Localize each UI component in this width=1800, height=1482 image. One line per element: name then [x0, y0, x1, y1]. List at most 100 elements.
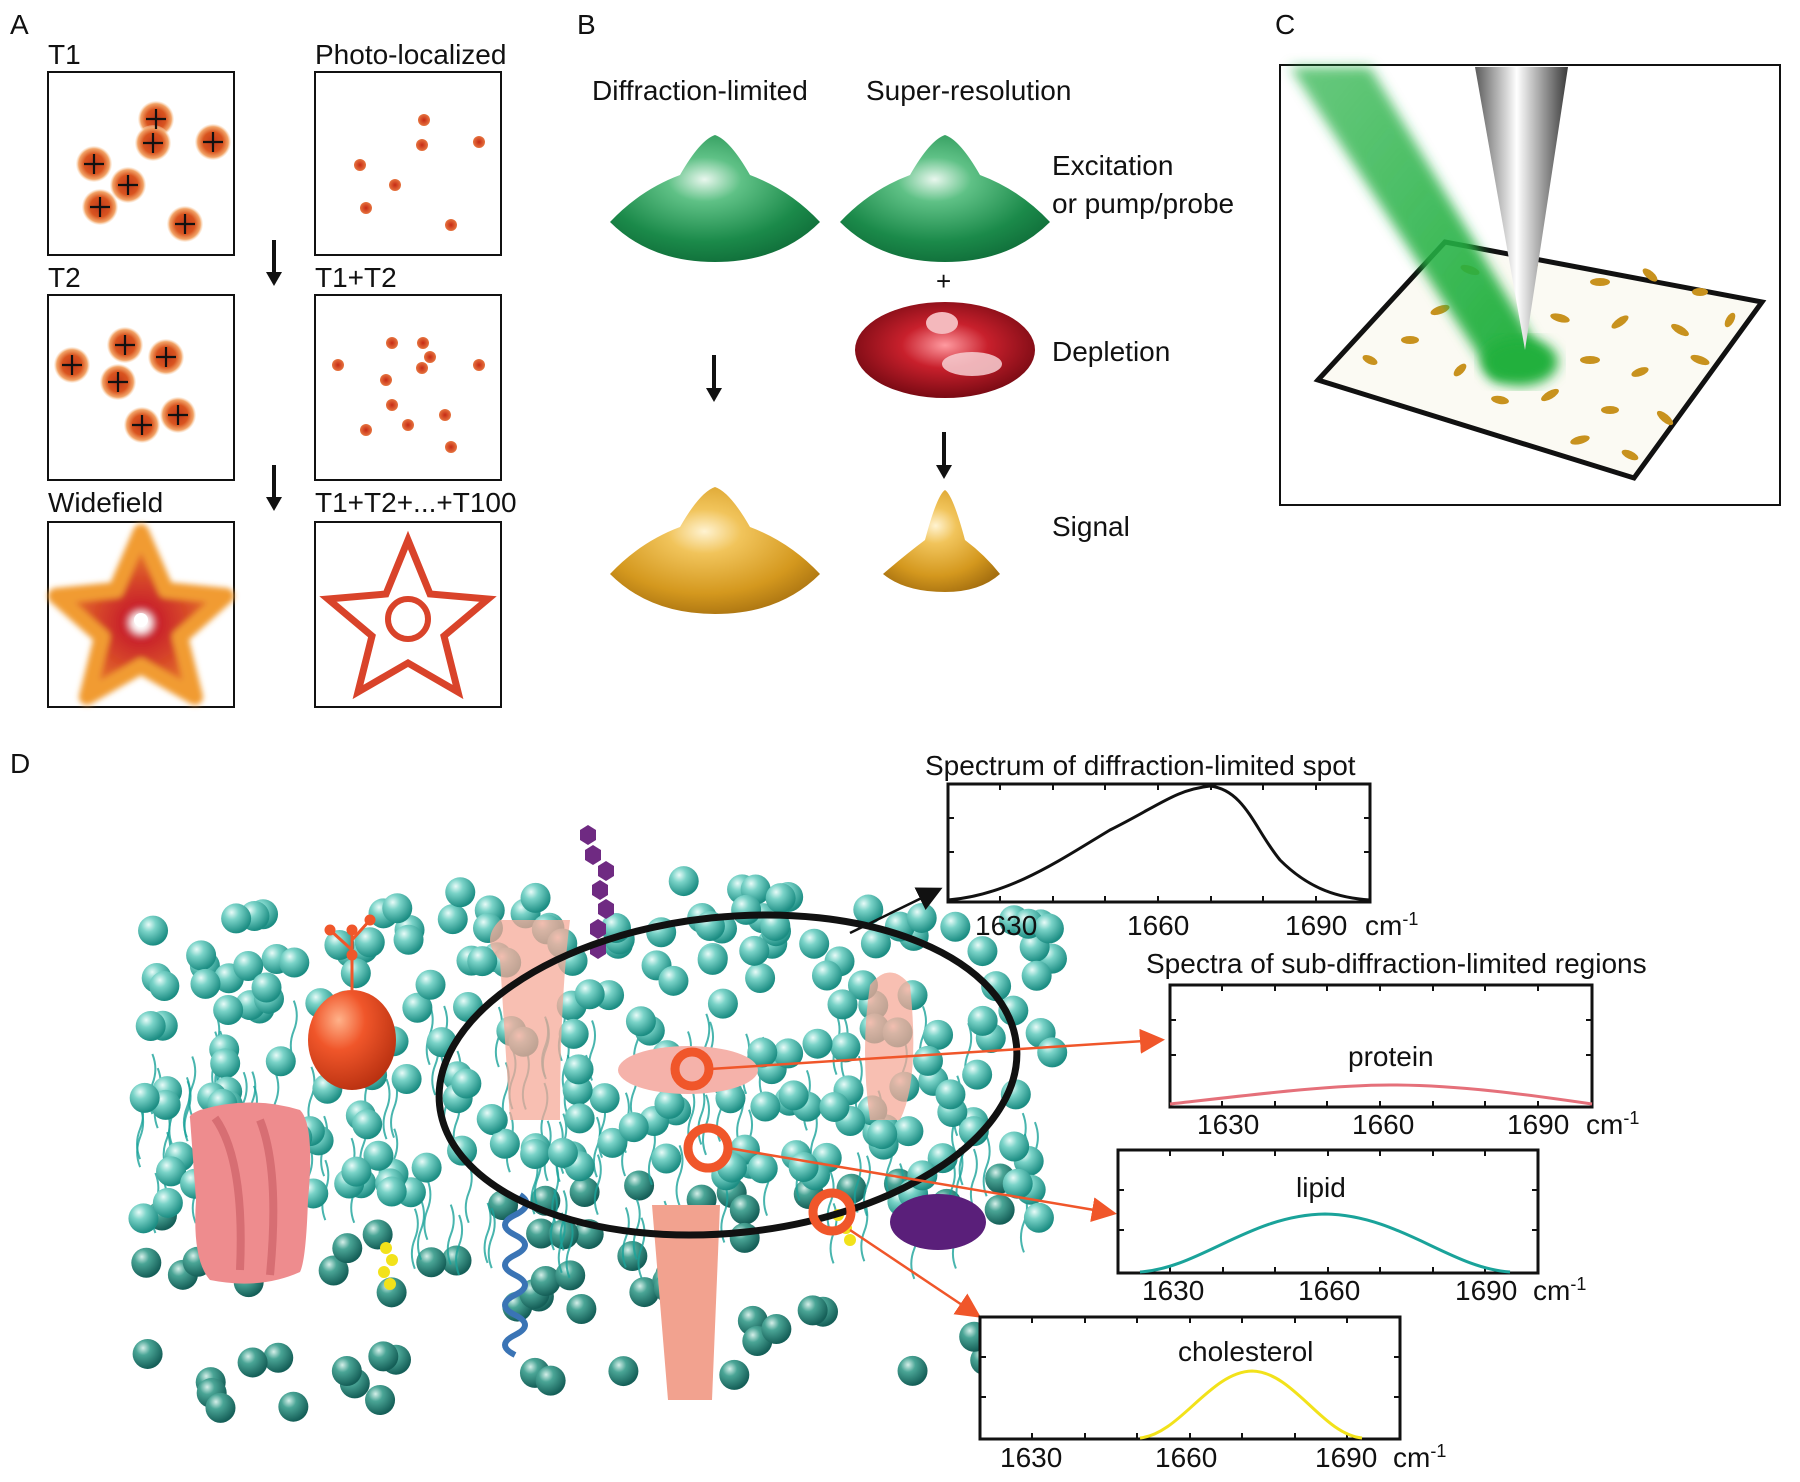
lipid-head-lower — [362, 1219, 393, 1250]
lipid-head-upper — [129, 1082, 160, 1113]
orange-protein — [308, 990, 396, 1090]
lipid-head-upper — [597, 1127, 628, 1158]
lipid-head-upper — [707, 988, 738, 1019]
lipid-head-upper — [451, 1068, 482, 1099]
lipid-head-lower — [368, 1341, 399, 1372]
lipid-tail — [464, 1162, 473, 1224]
lipid-head-upper — [940, 911, 971, 942]
lipid-head-upper — [340, 958, 371, 989]
lipid-tail — [483, 1202, 492, 1264]
lipid-head-lower — [332, 1233, 363, 1264]
lipid-head-upper — [651, 1143, 682, 1174]
spec1-tick-1690: 1690 — [1285, 910, 1347, 941]
lipid-head-upper — [393, 924, 424, 955]
lipid-head-lower — [797, 1295, 828, 1326]
lipid-head-upper — [811, 960, 842, 991]
lipid-head-upper — [731, 894, 762, 925]
label-cholesterol: cholesterol — [1178, 1336, 1313, 1367]
lipid-tail — [188, 1056, 197, 1117]
spec3-unit: cm-1 — [1533, 1274, 1586, 1306]
lipid-head-upper — [135, 1010, 166, 1041]
lipid-head-lower — [365, 1384, 396, 1415]
lipid-head-upper — [547, 1137, 578, 1168]
lipid-head-upper — [773, 1038, 804, 1069]
lipid-head-lower — [278, 1391, 309, 1422]
spectrum-diffraction-plot — [946, 782, 1372, 904]
lipid-head-lower — [318, 1255, 349, 1286]
lipid-tail — [675, 1145, 684, 1206]
superres-ring — [385, 596, 431, 642]
lipid-head-upper — [265, 1046, 296, 1077]
t1-t2-points — [332, 337, 485, 453]
lipid-tail — [549, 1189, 558, 1251]
label-pump-probe: or pump/probe — [1052, 188, 1234, 219]
spectrum-cholesterol-plot — [978, 1315, 1402, 1441]
lipid-head-upper — [958, 1116, 989, 1147]
arrow-to-protein — [709, 1028, 1165, 1071]
lipid-head-upper — [128, 1203, 159, 1234]
afm-tip — [1475, 67, 1568, 350]
lipid-head-upper — [981, 971, 1012, 1002]
lipid-head-upper — [739, 935, 770, 966]
lipid-head-upper — [830, 1032, 861, 1063]
spec2-tick-1690: 1690 — [1507, 1109, 1569, 1140]
lipid-head-upper — [341, 1156, 372, 1187]
lipid-head-upper — [476, 1103, 507, 1134]
lipid-head-upper — [354, 927, 385, 958]
lipid-head-upper — [402, 992, 433, 1023]
laser-beam — [1290, 67, 1545, 380]
spec1-tick-1660: 1660 — [1127, 910, 1189, 941]
lipid-head-upper — [912, 1045, 943, 1076]
label-lipid: lipid — [1296, 1172, 1346, 1203]
lipid-head-upper — [860, 928, 891, 959]
spec4-tick-1690: 1690 — [1315, 1442, 1377, 1473]
lipid-tail — [455, 1214, 464, 1276]
panel-label-d: D — [10, 748, 30, 779]
col-super-resolution: Super-resolution — [866, 75, 1071, 106]
lipid-head-lower — [237, 1347, 268, 1378]
lipid-head-upper — [788, 1151, 819, 1182]
lipid-tail — [853, 1152, 862, 1213]
lipid-head-upper — [747, 1037, 778, 1068]
lipid-head-upper — [1023, 1202, 1054, 1233]
lipid-head-upper — [668, 866, 699, 897]
lipid-head-lower — [132, 1338, 163, 1369]
lipid-head-upper — [382, 893, 413, 924]
lipid-head-upper — [564, 1103, 595, 1134]
lipid-head-upper — [1002, 1168, 1033, 1199]
region-protein — [670, 1047, 714, 1091]
label-t1-t2: T1+T2 — [315, 262, 397, 293]
lipid-head-lower — [761, 1314, 792, 1345]
lipid-head-lower — [530, 1266, 561, 1297]
alpha-helix — [502, 1192, 530, 1358]
lipid-head-upper — [967, 1005, 998, 1036]
spec1-unit: cm-1 — [1365, 909, 1418, 941]
lipid-tail — [621, 1207, 630, 1268]
lipid-head-upper — [149, 971, 180, 1002]
lipid-head-upper — [152, 1187, 183, 1218]
lipid-head-lower — [331, 1356, 362, 1387]
lipid-head-lower — [629, 1277, 660, 1308]
spectrum-protein-line — [1169, 1083, 1593, 1106]
label-depletion: Depletion — [1052, 336, 1170, 367]
lipid-head-lower — [569, 1176, 600, 1207]
lipid-head-upper — [778, 1080, 809, 1111]
signal-psf-diffraction — [610, 487, 820, 614]
lipid-head-upper — [1033, 913, 1064, 944]
lipid-head-upper — [233, 950, 264, 981]
lipid-head-upper — [799, 928, 830, 959]
lipid-head-upper — [967, 936, 998, 967]
lipid-head-upper — [558, 1018, 589, 1049]
diffraction-limited-spot-ring — [435, 911, 1021, 1239]
box-t2 — [47, 294, 235, 481]
lipid-head-upper — [697, 944, 728, 975]
spectrum-lipid-line — [1139, 1212, 1511, 1274]
region-cholesterol — [808, 1188, 856, 1236]
region-lipid — [683, 1123, 733, 1173]
lipid-head-upper — [906, 902, 937, 933]
label-t1-t100: T1+T2+...+T100 — [315, 487, 517, 518]
col-diffraction-limited: Diffraction-limited — [592, 75, 808, 106]
spec2-tick-1630: 1630 — [1197, 1109, 1259, 1140]
lipid-head-upper — [563, 1054, 594, 1085]
lipid-head-upper — [618, 1112, 649, 1143]
